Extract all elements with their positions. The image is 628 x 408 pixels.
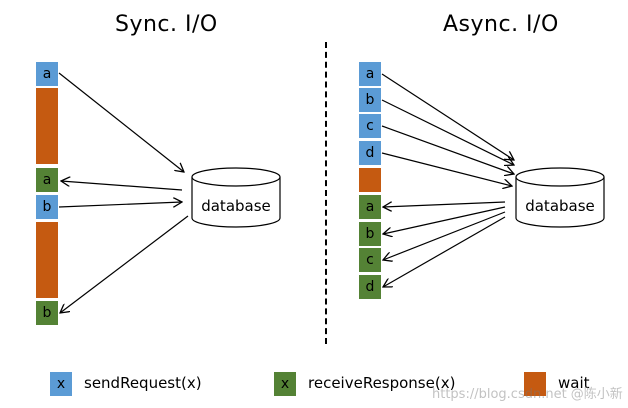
sync-arrow-send-b	[58, 202, 182, 208]
sync-title: Sync. I/O	[115, 12, 218, 37]
legend-recv-swatch: x	[274, 372, 296, 396]
sync-send-block-a: a	[36, 62, 58, 86]
async-title: Async. I/O	[443, 12, 559, 37]
async-wait-block	[359, 168, 381, 192]
sync-arrow-send-a	[58, 72, 184, 172]
sync-database-label: database	[201, 197, 271, 215]
sync-database-cylinder	[191, 167, 281, 228]
async-send-block-c: c	[359, 114, 381, 138]
watermark: https://blog.csdn.net @陈小新	[432, 387, 623, 402]
async-arrow-recv-c	[383, 211, 506, 260]
sync-wait-block-2	[36, 222, 58, 298]
sync-wait-block-1	[36, 88, 58, 164]
async-send-block-d: d	[359, 141, 381, 165]
column-divider	[325, 42, 327, 344]
async-send-block-a: a	[359, 62, 381, 86]
legend-recv-label: receiveResponse(x)	[308, 374, 456, 392]
async-send-block-b: b	[359, 88, 381, 112]
legend-send-label: sendRequest(x)	[84, 374, 202, 392]
async-arrow-send-c	[381, 125, 514, 174]
async-arrow-send-b	[381, 99, 514, 165]
legend-send-swatch: x	[50, 372, 72, 396]
async-arrow-send-d	[381, 152, 512, 186]
async-database-cylinder	[515, 167, 605, 228]
async-arrow-recv-a	[383, 201, 506, 207]
sync-recv-block-a: a	[36, 168, 58, 192]
legend-wait-label: wait	[558, 374, 590, 392]
async-recv-block-b: b	[359, 222, 381, 246]
sync-arrow-recv-b	[60, 215, 189, 313]
legend-wait-swatch	[524, 372, 546, 396]
async-database-label: database	[525, 197, 595, 215]
sync-recv-block-b: b	[36, 301, 58, 325]
async-recv-block-c: c	[359, 248, 381, 272]
async-arrow-send-a	[381, 73, 514, 160]
sync-send-block-b: b	[36, 195, 58, 219]
async-arrow-recv-b	[383, 206, 506, 234]
async-arrow-recv-d	[383, 216, 506, 287]
sync-arrow-recv-a	[61, 181, 183, 191]
async-recv-block-a: a	[359, 195, 381, 219]
async-recv-block-d: d	[359, 275, 381, 299]
